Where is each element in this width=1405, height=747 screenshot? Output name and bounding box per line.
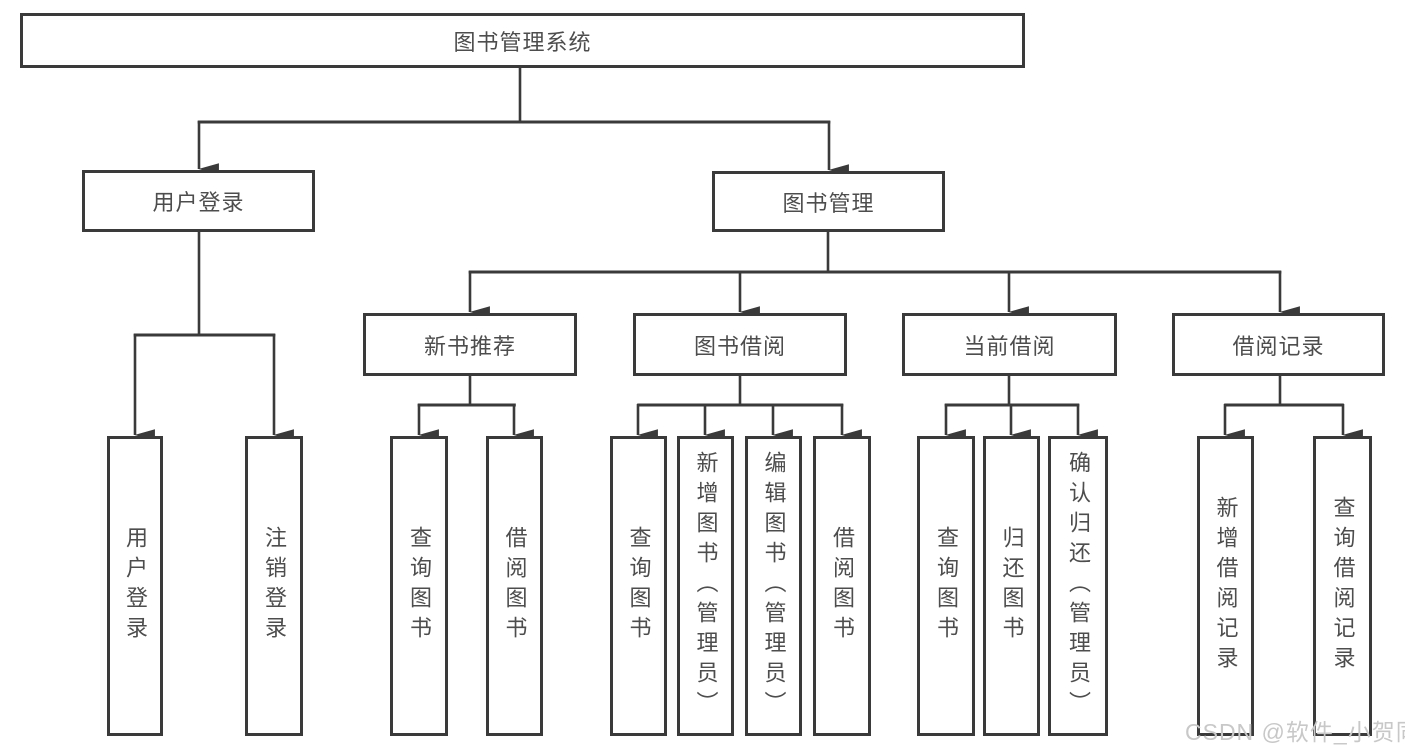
node-label: 编辑图书（管理员） bbox=[761, 451, 787, 721]
node-borrowing-records: 借阅记录 bbox=[1172, 313, 1385, 376]
node-label: 新增借阅记录 bbox=[1213, 496, 1239, 676]
node-leaf-borrow-books: 借阅图书 bbox=[813, 436, 871, 736]
node-label: 借阅图书 bbox=[502, 526, 528, 646]
node-leaf-query-books-borrowing: 查询图书 bbox=[610, 436, 667, 736]
node-leaf-user-login: 用户登录 bbox=[107, 436, 163, 736]
node-label: 确认归还（管理员） bbox=[1066, 451, 1091, 721]
node-label: 当前借阅 bbox=[963, 333, 1056, 359]
node-current-borrowing: 当前借阅 bbox=[902, 313, 1117, 376]
node-label: 借阅图书 bbox=[830, 526, 855, 646]
node-label: 查询图书 bbox=[626, 526, 652, 646]
node-label: 图书管理 bbox=[782, 190, 875, 216]
node-leaf-edit-book-admin: 编辑图书（管理员） bbox=[745, 436, 802, 736]
node-label: 借阅记录 bbox=[1232, 333, 1325, 359]
node-leaf-confirm-return-admin: 确认归还（管理员） bbox=[1048, 436, 1108, 736]
node-label: 新增图书（管理员） bbox=[693, 451, 719, 721]
node-book-management: 图书管理 bbox=[712, 171, 945, 232]
node-label: 查询借阅记录 bbox=[1330, 496, 1356, 676]
node-new-book-recommendation: 新书推荐 bbox=[363, 313, 577, 376]
node-label: 用户登录 bbox=[152, 190, 245, 215]
node-label: 新书推荐 bbox=[423, 333, 516, 359]
node-label: 查询图书 bbox=[407, 526, 432, 646]
node-leaf-add-borrow-record: 新增借阅记录 bbox=[1197, 436, 1254, 736]
csdn-watermark: CSDN @软件_小贺同学 bbox=[1185, 719, 1405, 745]
node-leaf-query-borrow-record: 查询借阅记录 bbox=[1313, 436, 1372, 736]
node-book-management-system: 图书管理系统 bbox=[20, 13, 1025, 68]
node-label: 查询图书 bbox=[934, 526, 959, 646]
node-label: 图书管理系统 bbox=[453, 29, 592, 55]
node-label: 图书借阅 bbox=[693, 333, 786, 359]
node-book-borrowing: 图书借阅 bbox=[633, 313, 847, 376]
node-leaf-query-books-current: 查询图书 bbox=[917, 436, 975, 736]
node-label: 归还图书 bbox=[999, 526, 1025, 646]
node-leaf-borrow-books-recommend: 借阅图书 bbox=[486, 436, 543, 736]
node-user-login: 用户登录 bbox=[82, 170, 315, 232]
node-leaf-logout: 注销登录 bbox=[245, 436, 303, 736]
node-label: 注销登录 bbox=[262, 526, 287, 646]
node-leaf-add-book-admin: 新增图书（管理员） bbox=[677, 436, 734, 736]
node-leaf-return-book: 归还图书 bbox=[983, 436, 1040, 736]
node-leaf-query-books-recommend: 查询图书 bbox=[390, 436, 448, 736]
node-label: 用户登录 bbox=[123, 526, 148, 646]
